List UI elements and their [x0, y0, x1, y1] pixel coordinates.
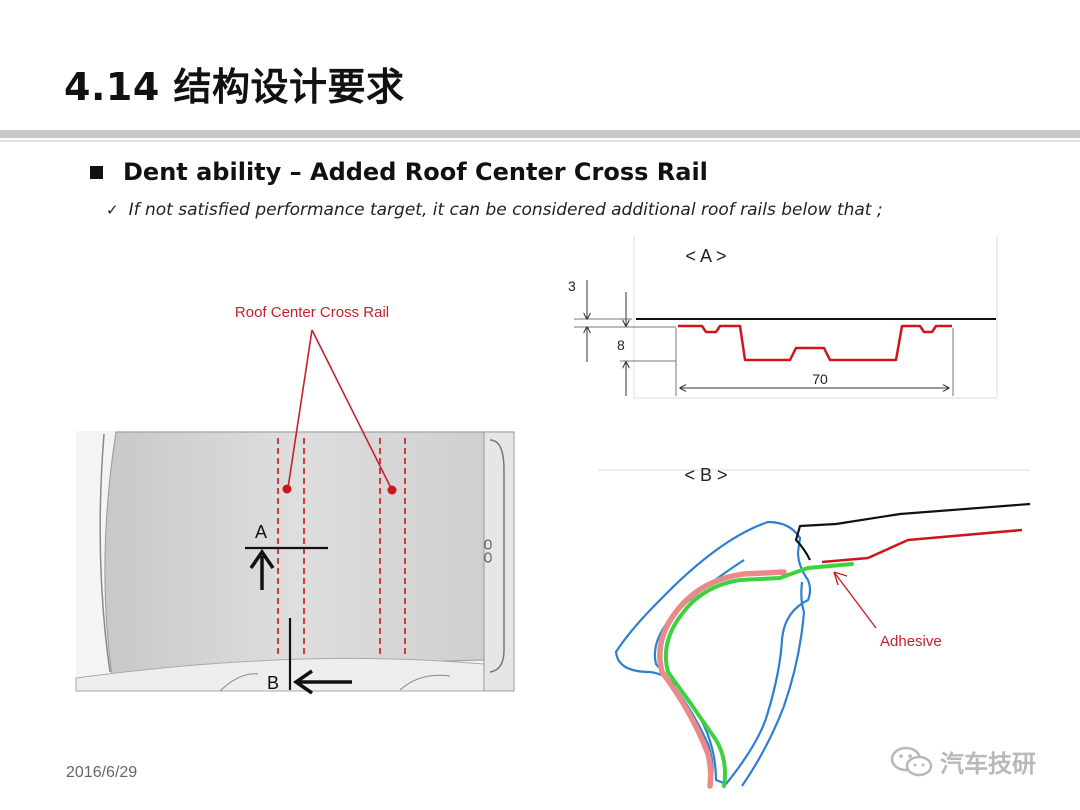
- title-divider-thin: [0, 140, 1080, 142]
- title-divider: [0, 130, 1080, 138]
- section-b-arrow-head: [292, 669, 313, 695]
- callout-leader-1: [287, 329, 313, 489]
- section-b-rail: [821, 528, 1023, 564]
- callout-dot-2: [387, 485, 397, 495]
- callout-dot-1: [282, 484, 292, 494]
- roof-side-frame: [483, 431, 515, 692]
- section-b-diagram: < B > Adhesive: [598, 465, 1031, 789]
- watermark: 汽车技研: [890, 744, 1036, 779]
- section-a-arrow-head: [249, 548, 275, 569]
- roof-lower-edge: [75, 657, 485, 692]
- section-a-diagram: < A > 3 8 70: [568, 236, 998, 399]
- adhesive-label: Adhesive: [880, 633, 942, 650]
- roof-detail-line-2: [399, 674, 451, 691]
- roof-side-flange: [489, 439, 505, 673]
- dim-3-value: 3: [568, 278, 576, 294]
- callout-leader-2: [311, 329, 393, 491]
- roof-view: A B Roof Center Cross Rail: [75, 304, 515, 695]
- sub-bullet-text: If not satisfied performance target, it …: [128, 200, 883, 220]
- adhesive-leader: [833, 571, 877, 629]
- section-b-label: B: [267, 673, 279, 693]
- slide-title: 4.14 结构设计要求: [64, 65, 405, 109]
- section-b-roof-skin: [794, 502, 1031, 561]
- section-a-rail-profile: [678, 324, 952, 362]
- roof-front-edge: [99, 433, 111, 673]
- slide-date: 2016/6/29: [66, 764, 138, 781]
- section-b-body-outline: [614, 520, 812, 786]
- section-a-title: < A >: [685, 246, 726, 266]
- main-bullet-text: Dent ability – Added Roof Center Cross R…: [123, 158, 708, 186]
- roof-panel: [104, 431, 485, 677]
- roof-detail-line-1: [219, 673, 259, 692]
- roof-clip-2: [484, 552, 492, 563]
- dim-70-value: 70: [812, 371, 828, 387]
- check-mark-icon: ✓: [106, 201, 119, 219]
- wechat-icon: [890, 746, 933, 776]
- rail-callout-label: Roof Center Cross Rail: [235, 304, 389, 321]
- square-bullet-icon: [90, 165, 103, 179]
- section-b-pink-layer: [657, 569, 787, 789]
- watermark-text: 汽车技研: [940, 750, 1036, 778]
- dim-8-value: 8: [617, 337, 625, 353]
- adhesive-arrow-head: [833, 571, 848, 586]
- section-a-label: A: [255, 522, 267, 542]
- section-b-title: < B >: [684, 465, 727, 485]
- section-b-inner-blue-b: [741, 581, 806, 787]
- sub-bullet: ✓ If not satisfied performance target, i…: [106, 200, 883, 220]
- section-b-green-panel: [663, 562, 854, 788]
- roof-clip-1: [484, 539, 492, 550]
- main-bullet: Dent ability – Added Roof Center Cross R…: [90, 158, 708, 186]
